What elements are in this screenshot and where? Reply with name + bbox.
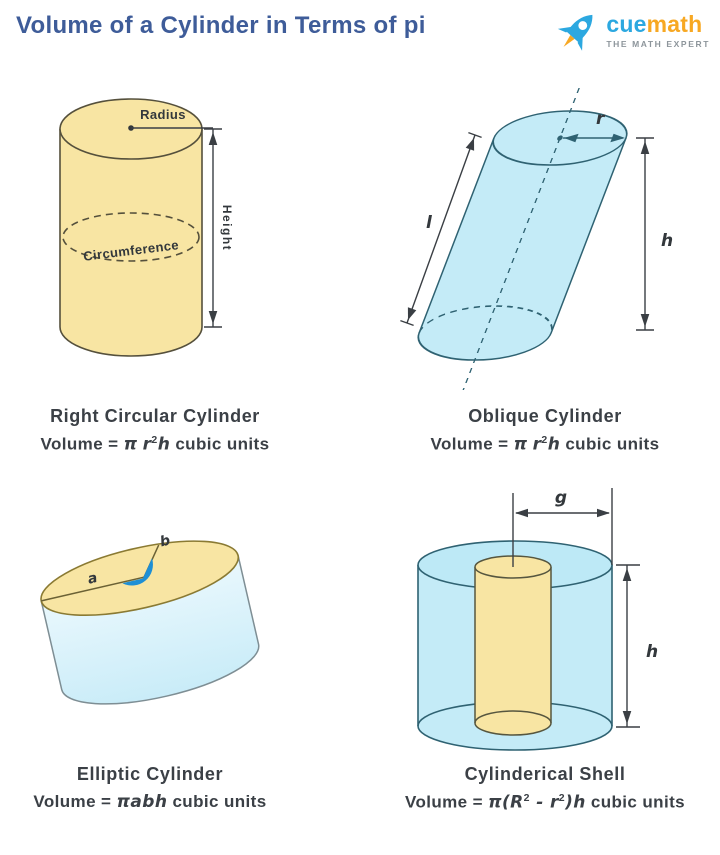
elliptic-cylinder-solid: a b bbox=[40, 533, 260, 705]
inner-cylinder bbox=[474, 555, 552, 736]
cylindrical-shell-caption: Cylinderical Shell Volume = π(R2 - r2)h … bbox=[385, 764, 705, 813]
height-arrowhead-up bbox=[208, 132, 218, 145]
figure-title: Right Circular Cylinder bbox=[50, 406, 260, 426]
height-arrowhead-up bbox=[640, 141, 650, 154]
rocket-fin-right bbox=[577, 37, 584, 51]
height-dimension: h bbox=[616, 564, 658, 728]
right-circular-cylinder-figure: Circumference Radius Height bbox=[59, 98, 234, 357]
radius-label: Radius bbox=[140, 107, 186, 122]
figure-formula: Volume = πabh cubic units bbox=[33, 792, 267, 812]
a-label: a bbox=[86, 570, 99, 588]
brand-math: math bbox=[646, 11, 703, 38]
rocket-window bbox=[578, 21, 588, 30]
figure-formula: Volume = π r2h cubic units bbox=[40, 434, 270, 455]
oblique-cylinder-figure: r l h bbox=[400, 88, 673, 390]
slant-arrowhead-bottom bbox=[407, 307, 417, 320]
figure-title: Oblique Cylinder bbox=[468, 406, 622, 426]
figure-title: Cylinderical Shell bbox=[464, 764, 626, 784]
height-arrowhead-down bbox=[640, 314, 650, 327]
elliptic-cylinder-figure: a b bbox=[40, 533, 260, 705]
inner-cylinder-body bbox=[474, 567, 552, 736]
slant-arrowhead-top bbox=[465, 138, 475, 151]
elliptic-cylinder-caption: Elliptic Cylinder Volume = πabh cubic un… bbox=[5, 764, 295, 812]
figure-formula: Volume = π r2h cubic units bbox=[430, 434, 660, 455]
top-center-dot bbox=[557, 135, 563, 141]
h-label: h bbox=[646, 642, 658, 662]
inner-bottom-back-arc bbox=[474, 710, 552, 724]
cuemath-logo: cuemath THE MATH EXPERT bbox=[554, 6, 710, 56]
slant-dimension-line bbox=[406, 134, 476, 324]
gap-dimension: g bbox=[512, 488, 613, 567]
gap-arrowhead-left bbox=[515, 508, 528, 518]
brand-wordmark: cuemath bbox=[606, 13, 710, 36]
oblique-cylinder-solid bbox=[417, 88, 628, 390]
height-arrowhead-down bbox=[622, 711, 632, 724]
cuemath-rocket-icon bbox=[558, 14, 593, 51]
cylindrical-shell-figure: g h bbox=[417, 488, 658, 751]
cylinder-solid bbox=[59, 98, 203, 357]
slant-bottom-tick bbox=[400, 319, 414, 327]
h-label: h bbox=[661, 231, 673, 251]
oblique-cylinder-caption: Oblique Cylinder Volume = π r2h cubic un… bbox=[395, 406, 695, 455]
height-dimension: Height bbox=[204, 128, 234, 328]
rocket-flame bbox=[563, 35, 575, 47]
circumference-dashed-ellipse bbox=[62, 212, 200, 262]
radius-arrowhead-left bbox=[563, 133, 579, 143]
l-label: l bbox=[426, 213, 433, 233]
gap-arrowhead-right bbox=[597, 508, 610, 518]
r-label: r bbox=[596, 109, 606, 129]
page-title: Volume of a Cylinder in Terms of pi bbox=[16, 12, 426, 39]
bottom-ellipse-hidden-arc bbox=[418, 305, 553, 334]
height-arrowhead-down bbox=[208, 311, 218, 324]
slant-length-dimension: l bbox=[400, 131, 482, 327]
rocket-body bbox=[566, 14, 593, 43]
right-circular-cylinder-caption: Right Circular Cylinder Volume = π r2h c… bbox=[10, 406, 300, 455]
radius-arrowhead-right bbox=[610, 133, 625, 143]
figure-title: Elliptic Cylinder bbox=[76, 764, 224, 784]
brand-cue: cue bbox=[606, 11, 647, 38]
g-label: g bbox=[555, 488, 567, 508]
b-label: b bbox=[158, 533, 171, 551]
height-label: Height bbox=[220, 205, 234, 251]
height-dimension: h bbox=[636, 137, 673, 331]
brand-tagline: THE MATH EXPERT bbox=[606, 39, 710, 50]
rocket-fin-left bbox=[558, 26, 572, 33]
angle-wedge bbox=[122, 558, 153, 586]
radius-center-dot bbox=[128, 125, 134, 131]
height-arrowhead-up bbox=[622, 568, 632, 581]
figure-formula: Volume = π(R2 - r2)h cubic units bbox=[404, 792, 686, 813]
slant-top-tick bbox=[468, 131, 482, 139]
semi-major-axis-line bbox=[41, 576, 146, 602]
cylinder-body bbox=[59, 129, 203, 357]
radius-indicator: Radius bbox=[128, 107, 213, 131]
